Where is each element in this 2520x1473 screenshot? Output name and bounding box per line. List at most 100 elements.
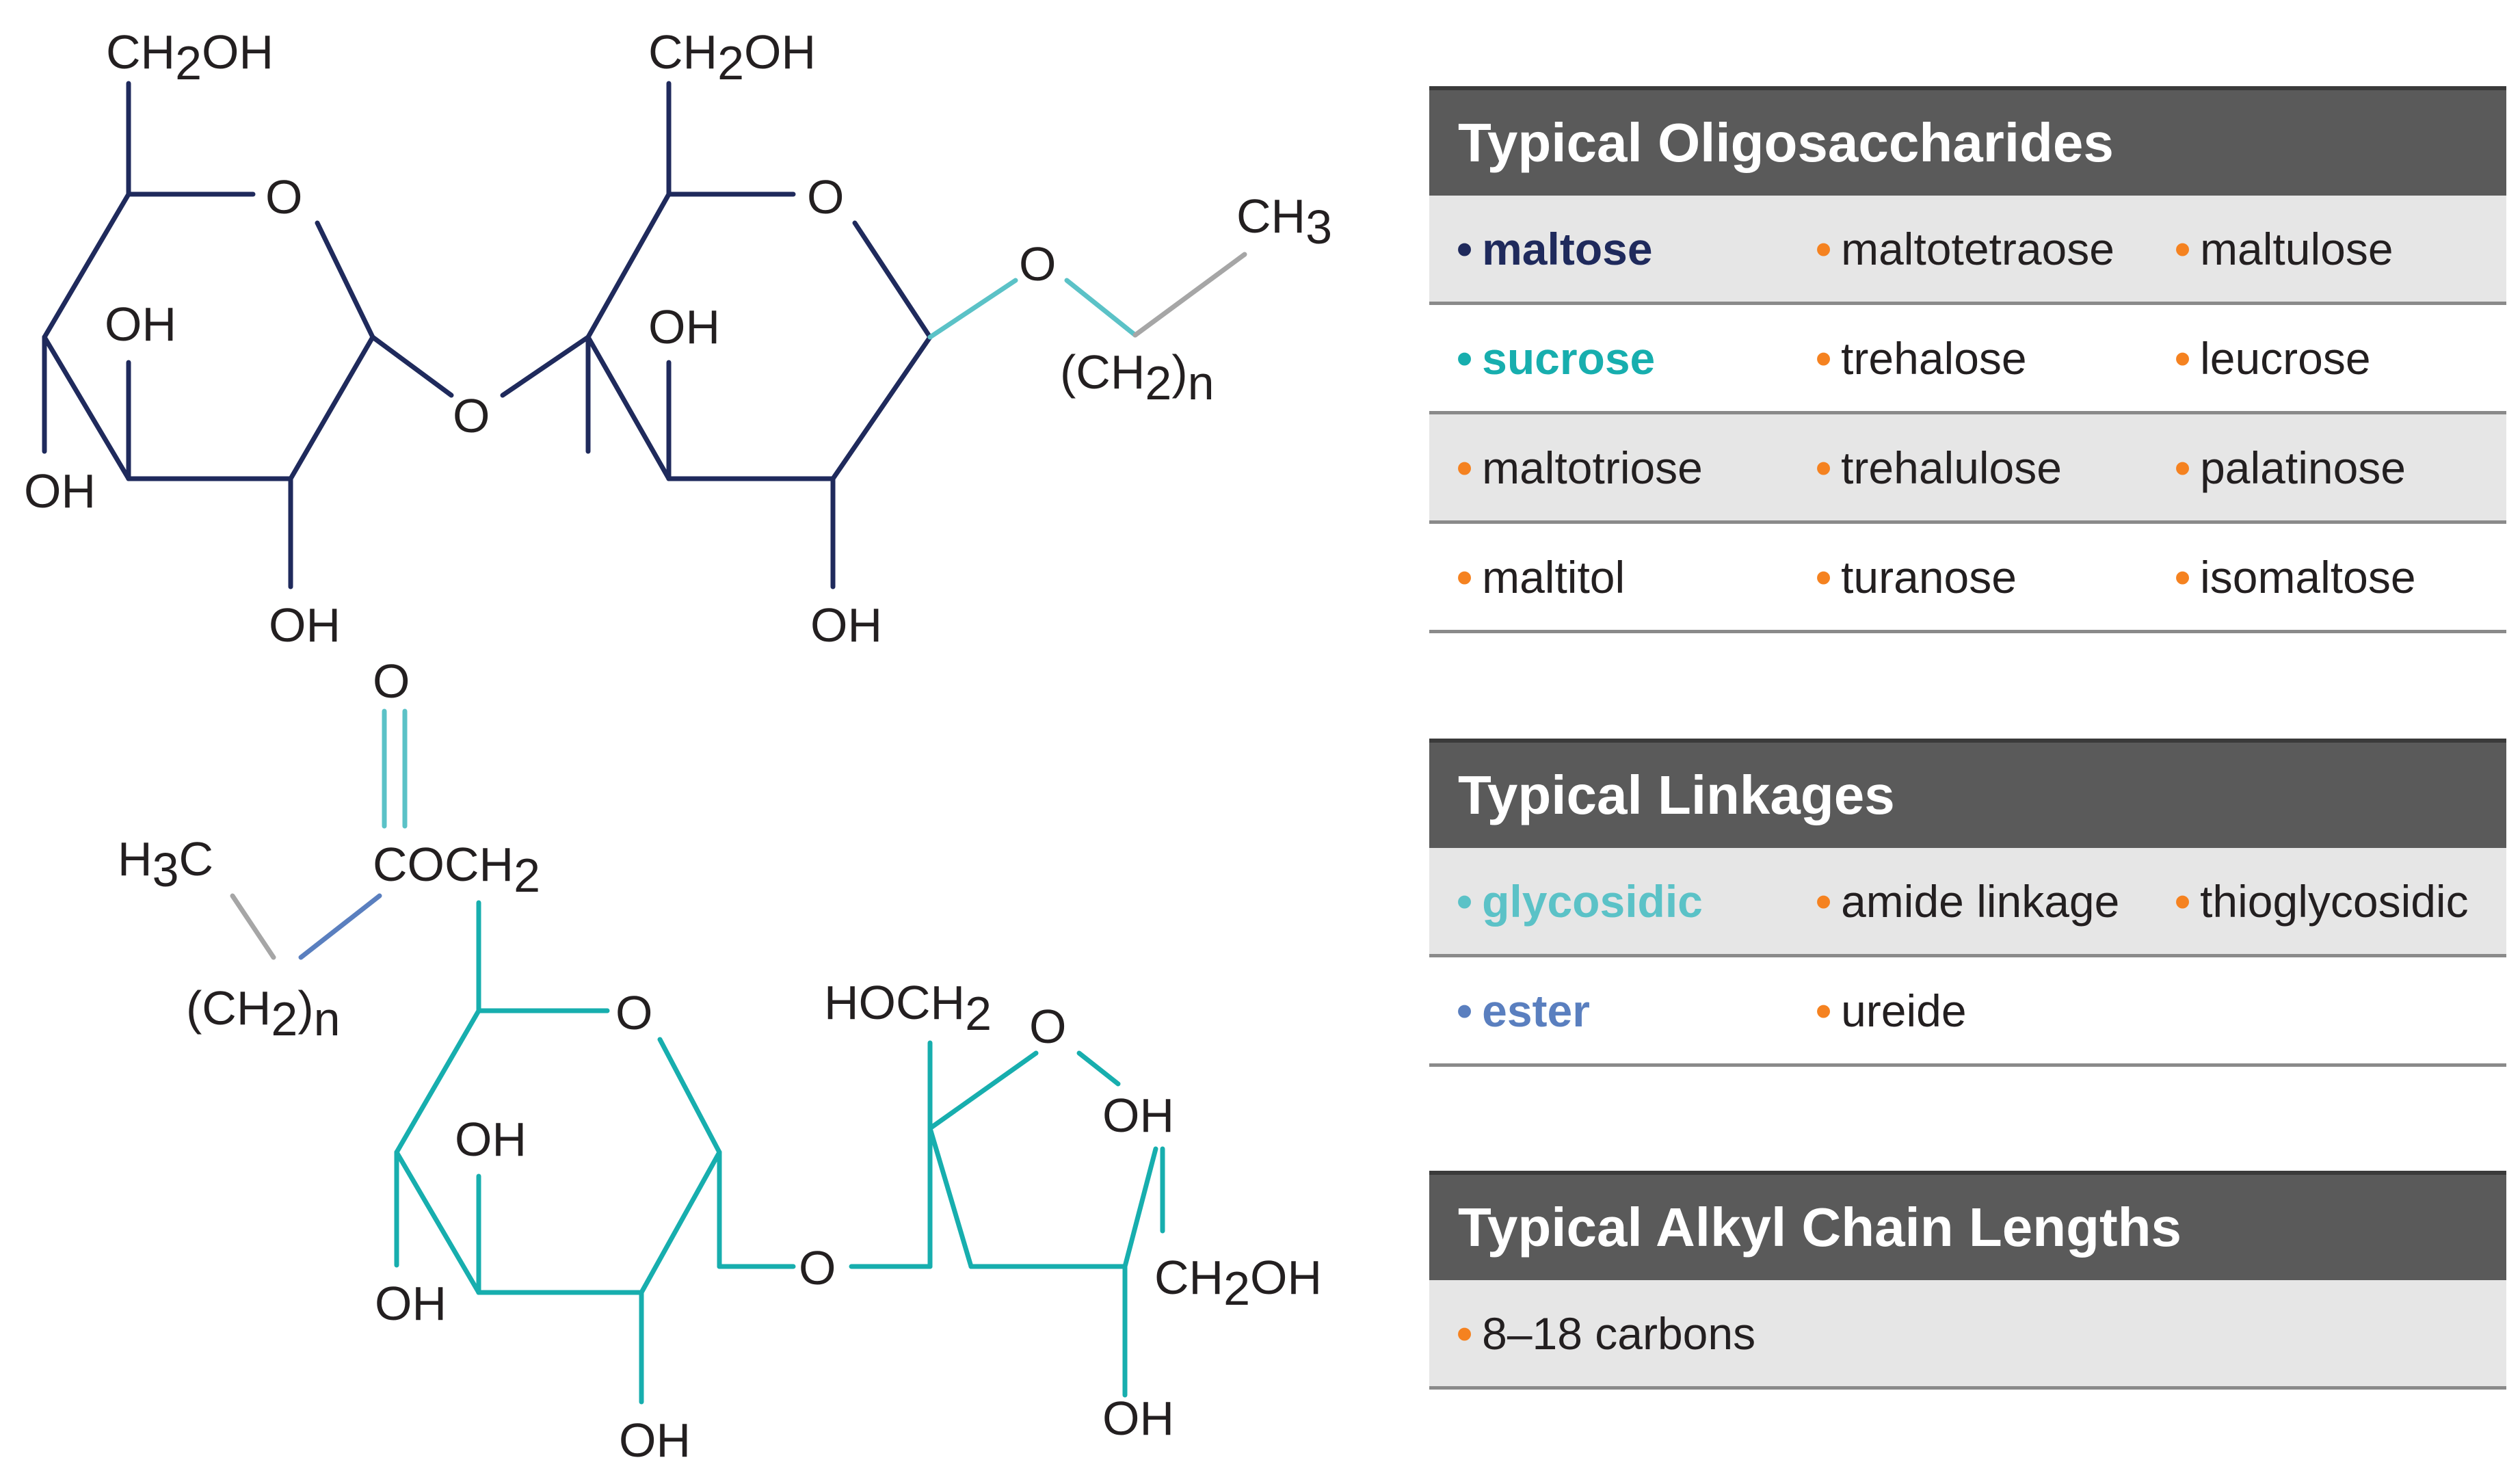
label-oh-bottom: OH [269, 598, 341, 652]
list-item: •leucrose [2147, 332, 2506, 384]
item-label: maltotriose [1482, 442, 1703, 493]
panel-body: •glycosidic•amide linkage•thioglycosidic… [1429, 848, 2506, 1067]
list-item: •sucrose [1429, 332, 1788, 384]
list-item: •glycosidic [1429, 875, 1788, 927]
list-item: •palatinose [2147, 442, 2506, 494]
label-bridge-oxygen: O [799, 1241, 836, 1295]
list-item: •maltotriose [1429, 442, 1788, 494]
list-item: •trehalulose [1788, 442, 2147, 494]
bullet-icon: • [2174, 332, 2191, 384]
item-label: 8–18 carbons [1482, 1308, 1756, 1359]
bullet-icon: • [1815, 442, 1832, 493]
label-ether-oxygen: O [1019, 237, 1056, 291]
chemical-structures: CH2OH O OH OH OH O CH2OH O OH OH O CH3 (… [24, 25, 1332, 1467]
maltose-unit-2 [500, 81, 933, 589]
list-item: •trehalose [1788, 332, 2147, 384]
bullet-icon: • [1457, 442, 1473, 493]
label-ring-oxygen: O [1029, 1000, 1066, 1053]
panel-title: Typical Linkages [1429, 739, 2506, 848]
item-label: palatinose [2200, 442, 2406, 493]
table-row: •ester•ureide [1429, 957, 2506, 1067]
label-oh-upper: OH [455, 1113, 527, 1166]
panel-title: Typical Oligosaccharides [1429, 86, 2506, 196]
sucrose-fructose-ring [849, 1040, 1165, 1398]
item-label: maltitol [1482, 551, 1626, 602]
label-ch2oh: CH2OH [1154, 1251, 1322, 1315]
bullet-icon: • [2174, 875, 2191, 927]
list-item: •amide linkage [1788, 875, 2147, 927]
panel-body: •8–18 carbons [1429, 1280, 2506, 1390]
bullet-icon: • [2174, 442, 2191, 493]
list-item: •thioglycosidic [2147, 875, 2506, 927]
label-ring-oxygen: O [807, 170, 844, 224]
item-label: glycosidic [1482, 875, 1703, 927]
label-h3c: H3C [118, 832, 213, 897]
table-row: •maltotriose•trehalulose•palatinose [1429, 414, 2506, 524]
label-glycosidic-oxygen: O [453, 389, 490, 442]
bullet-icon: • [2174, 223, 2191, 274]
label-oh-upper: OH [1102, 1089, 1174, 1142]
bullet-icon: • [1457, 985, 1473, 1036]
label-oh-upper: OH [105, 297, 176, 351]
item-label: thioglycosidic [2200, 875, 2469, 927]
maltose-unit-2-labels: CH2OH O OH OH [648, 25, 882, 652]
label-oh-bottom: OH [619, 1414, 691, 1467]
list-item: •turanose [1788, 551, 2147, 603]
panel-title: Typical Alkyl Chain Lengths [1429, 1171, 2506, 1280]
item-label: turanose [1841, 551, 2017, 602]
alkyl-chain-panel: Typical Alkyl Chain Lengths •8–18 carbon… [1429, 1171, 2506, 1390]
label-ch2n: (CH2)n [1060, 345, 1215, 410]
list-item: •8–18 carbons [1429, 1308, 1788, 1359]
list-item: •ureide [1788, 985, 2147, 1037]
bullet-icon: • [1457, 332, 1473, 384]
label-ch3: CH3 [1236, 189, 1332, 254]
ester-group [230, 708, 408, 960]
table-row: •maltose•maltotetraose•maltulose [1429, 196, 2506, 305]
item-label: ureide [1841, 985, 1967, 1036]
label-carbonyl-oxygen: O [373, 654, 410, 708]
sucrose-glucose-labels: O OH OH OH [375, 986, 691, 1467]
ester-group-labels: O COCH2 H3C (CH2)n [118, 654, 540, 1046]
list-item: •maltitol [1429, 551, 1788, 603]
maltose-unit-1-labels: CH2OH O OH OH OH [24, 25, 341, 652]
item-label: leucrose [2200, 332, 2371, 384]
item-label: trehalulose [1841, 442, 2062, 493]
bullet-icon: • [1815, 985, 1832, 1036]
panel-body: •maltose•maltotetraose•maltulose•sucrose… [1429, 196, 2506, 633]
sucrose-fructose-labels: HOCH2 O OH CH2OH OH [824, 976, 1322, 1445]
label-ch2oh: CH2OH [648, 25, 816, 90]
list-item: •isomaltose [2147, 551, 2506, 603]
maltose-unit-1 [42, 81, 454, 589]
table-row: •maltitol•turanose•isomaltose [1429, 524, 2506, 633]
item-label: maltotetraose [1841, 223, 2114, 274]
table-row: •8–18 carbons [1429, 1280, 2506, 1390]
label-coch2: COCH2 [373, 838, 540, 902]
bullet-icon: • [1457, 551, 1473, 602]
oligosaccharides-panel: Typical Oligosaccharides •maltose•maltot… [1429, 86, 2506, 633]
label-oh-left: OH [375, 1277, 447, 1330]
item-label: ester [1482, 985, 1590, 1036]
list-item: •maltulose [2147, 223, 2506, 275]
label-ch2n: (CH2)n [186, 981, 341, 1046]
bullet-icon: • [1815, 875, 1832, 927]
label-oh-bottom: OH [810, 598, 882, 652]
label-ch2oh: CH2OH [106, 25, 274, 90]
item-label: trehalose [1841, 332, 2027, 384]
bullet-icon: • [1815, 332, 1832, 384]
item-label: sucrose [1482, 332, 1656, 384]
table-row: •sucrose•trehalose•leucrose [1429, 305, 2506, 414]
list-item: •maltotetraose [1788, 223, 2147, 275]
label-oh-upper: OH [648, 300, 720, 354]
sucrose-glucose-ring [394, 900, 796, 1405]
alkyl-chain-top-labels: O CH3 (CH2)n [1019, 189, 1332, 410]
label-oh-bottom: OH [1102, 1392, 1174, 1445]
bullet-icon: • [2174, 551, 2191, 602]
linkages-panel: Typical Linkages •glycosidic•amide linka… [1429, 739, 2506, 1067]
bullet-icon: • [1815, 551, 1832, 602]
item-label: amide linkage [1841, 875, 2120, 927]
label-oh-left: OH [24, 464, 96, 518]
bullet-icon: • [1457, 223, 1473, 274]
bullet-icon: • [1815, 223, 1832, 274]
list-item: •ester [1429, 985, 1788, 1037]
item-label: isomaltose [2200, 551, 2416, 602]
